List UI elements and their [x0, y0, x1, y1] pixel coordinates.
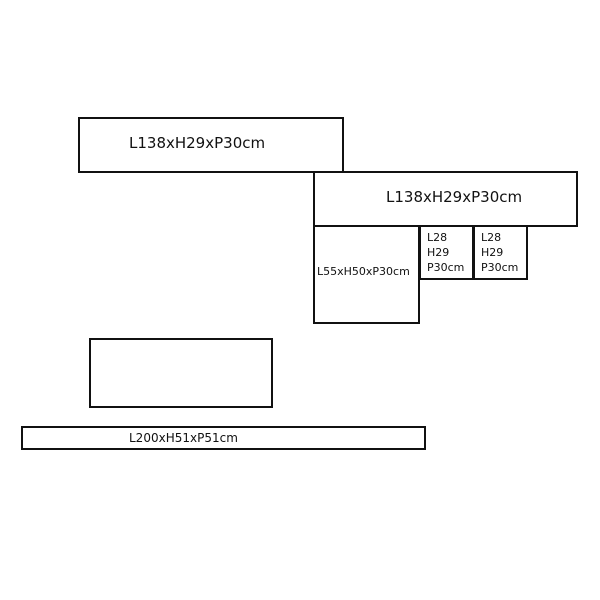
panel-unlabeled: [89, 338, 273, 408]
shelf-top-right: [313, 171, 578, 227]
shelf-top-left: [78, 117, 344, 173]
cube-a-depth: P30cm: [427, 261, 465, 274]
cube-b-label: L28 H29 P30cm: [481, 230, 518, 275]
cabinet-middle-label: L55xH50xP30cm: [317, 265, 410, 278]
cube-a-length: L28: [427, 231, 448, 244]
shelf-top-right-label: L138xH29xP30cm: [386, 188, 523, 206]
shelf-top-left-label: L138xH29xP30cm: [129, 134, 266, 152]
cube-b: [473, 225, 528, 280]
base-unit: [21, 426, 426, 450]
cube-b-depth: P30cm: [481, 261, 519, 274]
cube-b-height: H29: [481, 246, 504, 259]
cabinet-middle: [313, 225, 420, 324]
cube-a-height: H29: [427, 246, 450, 259]
base-unit-label: L200xH51xP51cm: [129, 431, 238, 445]
cube-a-label: L28 H29 P30cm: [427, 230, 464, 275]
cube-b-length: L28: [481, 231, 502, 244]
